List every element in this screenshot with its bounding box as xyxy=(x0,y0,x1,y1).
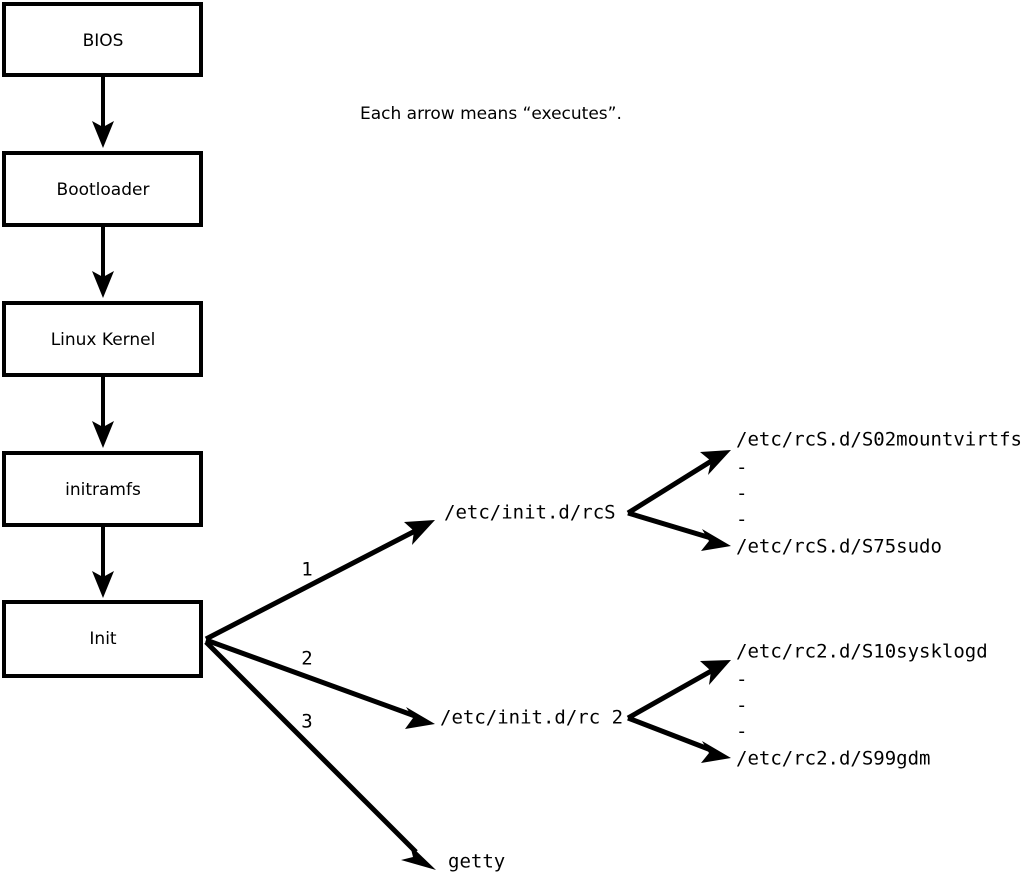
arrow-shaft xyxy=(626,667,715,721)
arrow-initramfs-to-init xyxy=(92,527,114,598)
label-rc2-d-s99gdm[interactable]: /etc/rc2.d/S99gdm xyxy=(736,748,930,770)
box-initramfs-label: initramfs xyxy=(65,480,141,500)
arrow-head-icon xyxy=(92,571,114,598)
rcs-arrow-last xyxy=(627,510,731,551)
arrow-head-icon xyxy=(404,520,435,545)
rc2-ellipsis-dash-3: - xyxy=(736,721,747,743)
init-branch-2-number: 2 xyxy=(301,648,312,670)
box-init-rect xyxy=(2,600,203,678)
label-etc-init-d-rcs[interactable]: /etc/init.d/rcS xyxy=(444,502,616,524)
arrow-head-icon xyxy=(92,121,114,148)
vertical-arrows xyxy=(92,77,114,598)
label-rcs-d-s75sudo[interactable]: /etc/rcS.d/S75sudo xyxy=(736,536,942,558)
arrow-head-icon xyxy=(700,660,731,685)
rc2-arrow-last xyxy=(627,715,731,763)
rc2-arrow-first xyxy=(626,660,731,721)
box-initramfs[interactable]: initramfs xyxy=(2,451,203,527)
box-init[interactable]: Init xyxy=(2,600,203,678)
process-boxes: BIOS Bootloader Linux Kernel initramfs I… xyxy=(2,2,203,678)
box-bootloader-label: Bootloader xyxy=(57,180,150,200)
init-branch-arrows: 1 2 3 xyxy=(204,520,436,870)
rc2-ellipsis-dash-2: - xyxy=(736,695,747,717)
init-branch-1-number: 1 xyxy=(301,559,312,581)
init-branch-3[interactable]: 3 xyxy=(204,640,436,870)
arrow-shaft xyxy=(204,527,419,642)
label-rcs-d-s02mountvirtfs[interactable]: /etc/rcS.d/S02mountvirtfs xyxy=(736,429,1022,451)
arrow-head-icon xyxy=(405,707,435,729)
box-bootloader-rect xyxy=(2,151,203,227)
arrow-shaft xyxy=(205,637,416,719)
label-getty[interactable]: getty xyxy=(448,851,505,873)
arrow-shaft xyxy=(627,715,712,753)
arrow-shaft xyxy=(626,457,715,516)
box-linux-kernel-label: Linux Kernel xyxy=(51,330,156,350)
arrow-head-icon xyxy=(92,421,114,448)
rcs-arrow-first xyxy=(626,450,731,516)
rcs-fanout-group: /etc/rcS.d/S02mountvirtfs - - - /etc/rcS… xyxy=(626,429,1022,558)
mid-script-labels: /etc/init.d/rcS /etc/init.d/rc 2 getty xyxy=(440,502,623,873)
rc2-ellipsis-dash-1: - xyxy=(736,669,747,691)
label-etc-init-d-rc2[interactable]: /etc/init.d/rc 2 xyxy=(440,707,623,729)
rc2-fanout-group: /etc/rc2.d/S10sysklogd - - - /etc/rc2.d/… xyxy=(626,641,988,770)
box-bios-label: BIOS xyxy=(83,31,124,51)
arrow-bios-to-bootloader xyxy=(92,77,114,148)
arrow-linux-kernel-to-initramfs xyxy=(92,377,114,448)
box-bios-rect xyxy=(2,2,203,77)
arrow-shaft xyxy=(204,640,418,854)
init-branch-3-number: 3 xyxy=(301,711,312,733)
box-linux-kernel-rect xyxy=(2,301,203,377)
box-initramfs-rect xyxy=(2,451,203,527)
legend-note: Each arrow means “executes”. xyxy=(360,104,622,124)
arrow-head-icon xyxy=(701,741,731,763)
arrow-head-icon xyxy=(92,271,114,298)
rcs-ellipsis-dash-3: - xyxy=(736,509,747,531)
box-bios[interactable]: BIOS xyxy=(2,2,203,77)
arrow-head-icon xyxy=(701,529,731,551)
arrow-head-icon xyxy=(700,450,731,475)
rcs-ellipsis-dash-2: - xyxy=(736,483,747,505)
box-init-label: Init xyxy=(89,629,117,649)
box-bootloader[interactable]: Bootloader xyxy=(2,151,203,227)
box-linux-kernel[interactable]: Linux Kernel xyxy=(2,301,203,377)
arrow-head-icon xyxy=(401,845,436,870)
init-branch-1[interactable]: 1 xyxy=(204,520,435,642)
label-rc2-d-s10sysklogd[interactable]: /etc/rc2.d/S10sysklogd xyxy=(736,641,988,663)
rcs-ellipsis-dash-1: - xyxy=(736,457,747,479)
arrow-shaft xyxy=(627,510,712,541)
arrow-bootloader-to-linux-kernel xyxy=(92,227,114,298)
init-branch-2[interactable]: 2 xyxy=(205,637,435,729)
